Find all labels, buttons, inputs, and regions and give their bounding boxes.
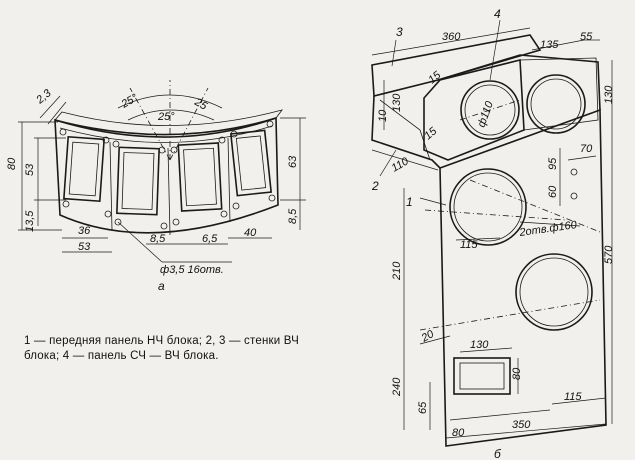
dim-53-bottom: 53 bbox=[78, 241, 91, 253]
dim-80-bottom: 80 bbox=[452, 427, 465, 439]
dim-20: 20 bbox=[419, 328, 437, 345]
view-b-cabinet-drawing bbox=[371, 19, 613, 447]
dim-130-left: 130 bbox=[391, 93, 403, 112]
dim-130-bottom: 130 bbox=[470, 339, 489, 351]
dim-angle-left: 25° bbox=[119, 92, 141, 112]
dim-360: 360 bbox=[442, 31, 461, 43]
dim-110-diameter: ф110 bbox=[476, 99, 497, 129]
dim-holes-a: ф3,5 16отв. bbox=[160, 264, 224, 276]
dim-36: 36 bbox=[78, 225, 91, 237]
part-4-label: 4 bbox=[494, 7, 501, 21]
dim-240: 240 bbox=[391, 377, 403, 397]
dim-holes-160: 2отв.ф160 bbox=[518, 219, 579, 239]
dim-55: 55 bbox=[580, 31, 593, 43]
dim-angle-right: 25 bbox=[192, 96, 210, 113]
dim-65: 65 bbox=[417, 401, 429, 414]
dim-130-right: 130 bbox=[603, 85, 615, 104]
dim-63: 63 bbox=[287, 155, 299, 168]
dim-95: 95 bbox=[547, 157, 559, 170]
dim-10: 10 bbox=[377, 109, 389, 122]
dim-110: 110 bbox=[390, 155, 412, 175]
dim-115-bottom: 115 bbox=[564, 391, 582, 403]
dim-210: 210 bbox=[391, 261, 403, 281]
dim-15-mid: 15 bbox=[422, 125, 440, 143]
dim-40: 40 bbox=[244, 227, 257, 239]
view-b-dimension-labels: 3 4 2 1 360 135 55 15 130 130 10 15 ф110… bbox=[371, 7, 615, 460]
dim-2-3: 2,3 bbox=[33, 87, 54, 107]
part-2-label: 2 bbox=[371, 179, 379, 193]
dim-350: 350 bbox=[512, 419, 531, 431]
dim-53-left: 53 bbox=[24, 163, 36, 176]
dim-angle-mid: 25° bbox=[157, 111, 175, 123]
figure-caption: 1 — передняя панель НЧ блока; 2, 3 — сте… bbox=[24, 335, 299, 362]
dim-80-right: 80 bbox=[511, 367, 523, 380]
dim-80: 80 bbox=[6, 157, 18, 170]
part-1-label: 1 bbox=[406, 195, 413, 209]
view-b-label: б bbox=[494, 447, 502, 460]
dim-135: 135 bbox=[540, 39, 559, 51]
dim-6-5: 6,5 bbox=[202, 233, 218, 245]
dim-8-5-bottom: 8,5 bbox=[150, 233, 166, 245]
dim-70: 70 bbox=[580, 143, 593, 155]
dim-570: 570 bbox=[603, 245, 615, 264]
dim-60: 60 bbox=[547, 185, 559, 198]
part-3-label: 3 bbox=[396, 25, 403, 39]
dim-115-left: 115 bbox=[460, 239, 478, 251]
dim-15-top: 15 bbox=[426, 69, 444, 87]
view-a-label: а bbox=[158, 279, 165, 293]
dim-13-5: 13,5 bbox=[24, 210, 36, 232]
view-a-panel-drawing bbox=[18, 80, 306, 263]
dim-8-5-right: 8,5 bbox=[287, 208, 299, 224]
